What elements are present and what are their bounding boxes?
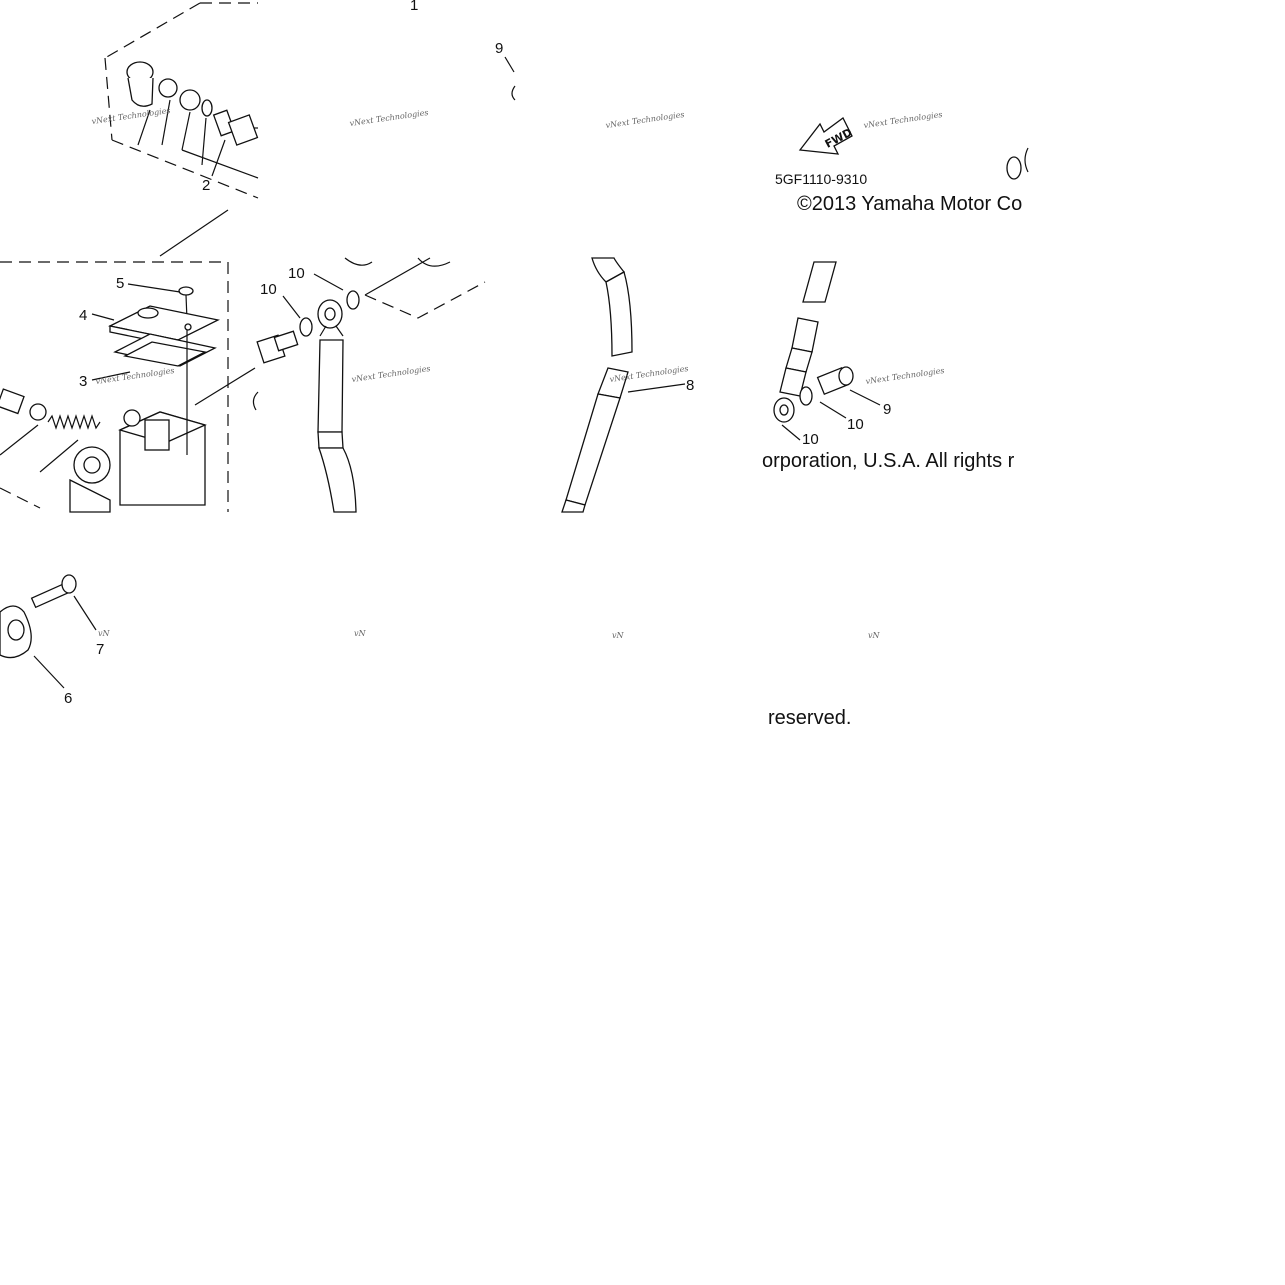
callout-7: 7: [96, 641, 104, 658]
watermark-text: vNext Technologies: [863, 110, 943, 130]
watermark-text: vNext Technologies: [95, 366, 175, 386]
callout-8: 8: [686, 377, 694, 394]
copyright-line-1: ©2013 Yamaha Motor Co: [797, 193, 1022, 215]
brake-hose-bottom-group: [773, 261, 881, 441]
watermark-short: vN: [612, 631, 625, 640]
watermark-text: vNext Technologies: [609, 364, 689, 384]
forward-arrow-icon: FWD: [798, 117, 854, 155]
copyright-line-3: reserved.: [768, 707, 851, 729]
part-code: 5GF1110-9310: [775, 171, 867, 187]
watermark-short: vN: [98, 629, 111, 638]
callout-10-c: 10: [847, 416, 864, 433]
copyright-line-2: orporation, U.S.A. All rights r: [762, 450, 1015, 472]
watermark-text: vNext Technologies: [91, 106, 171, 126]
watermark-text: vNext Technologies: [605, 110, 685, 130]
watermark-short: vN: [354, 629, 367, 638]
piston-kit-group: [104, 2, 259, 199]
brake-hose-middle-group: [561, 257, 686, 513]
callout-10-b: 10: [288, 265, 305, 282]
callout-10-d: 10: [802, 431, 819, 448]
callout-1: 1: [410, 0, 418, 14]
callout-2: 2: [202, 177, 210, 194]
callout-9-bottom: 9: [883, 401, 891, 418]
callout-9-top: 9: [495, 40, 503, 57]
watermark-short: vN: [868, 631, 881, 640]
brake-hose-top-group: [252, 257, 486, 513]
watermark-text: vNext Technologies: [349, 108, 429, 128]
callout-6: 6: [64, 690, 72, 707]
watermark-text: vNext Technologies: [865, 366, 945, 386]
holder-group: [0, 574, 97, 689]
master-cylinder-group: [0, 261, 256, 513]
callout-4: 4: [79, 307, 87, 324]
callout-10-a: 10: [260, 281, 277, 298]
watermark-text: vNext Technologies: [351, 364, 431, 384]
callout-3: 3: [79, 373, 87, 390]
callout-5: 5: [116, 275, 124, 292]
